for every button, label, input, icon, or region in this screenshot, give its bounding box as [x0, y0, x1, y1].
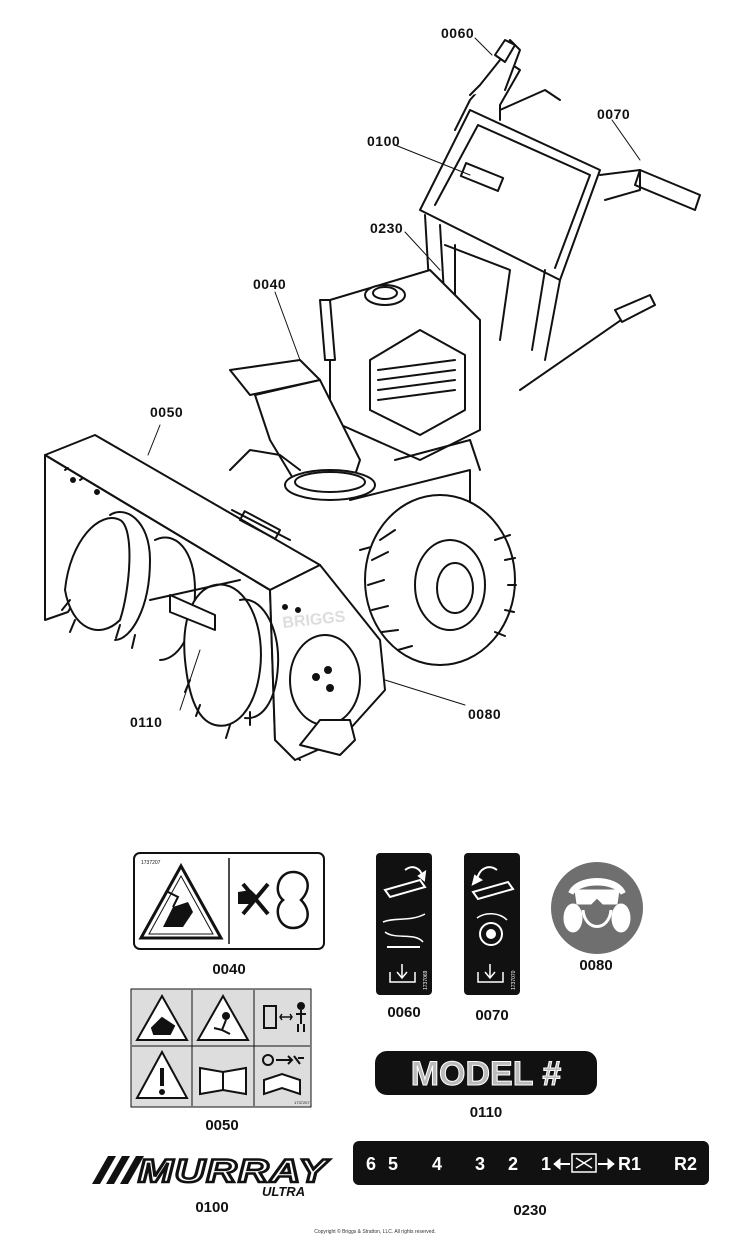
decal-0110-caption: 0110	[469, 1104, 503, 1121]
callout-0060: 0060	[441, 25, 475, 41]
decal-0060: 1737069	[376, 853, 432, 995]
decal-0060-caption: 0060	[387, 1004, 421, 1021]
decal-0100-caption: 0100	[195, 1199, 229, 1216]
decal-0040: 1737207	[133, 852, 325, 950]
copyright-notice: Copyright © Briggs & Stratton, LLC. All …	[314, 1229, 436, 1235]
decal-0080	[551, 862, 643, 954]
callout-0080: 0080	[468, 706, 502, 722]
neutral-arrows-icon	[553, 1153, 615, 1173]
decal-0080-caption: 0080	[579, 957, 613, 974]
decal-0040-caption: 0040	[212, 961, 246, 978]
gear-4: 4	[432, 1154, 442, 1174]
gear-6: 6	[366, 1154, 376, 1174]
murray-slash-icon	[92, 1156, 144, 1184]
brand-text: MURRAY	[138, 1153, 330, 1189]
gear-1: 1	[541, 1154, 551, 1174]
callout-0040: 0040	[253, 276, 287, 292]
gear-5: 5	[388, 1154, 398, 1174]
decal-0050-part-number: 1737207	[294, 1100, 310, 1105]
decal-0230: 6 5 4 3 2 1 R1 R2	[353, 1141, 709, 1185]
decal-0070-part-number: 1737070	[511, 970, 517, 990]
decal-0110: MODEL #	[375, 1051, 597, 1095]
callout-0100: 0100	[367, 133, 401, 149]
decal-0060-part-number: 1737069	[423, 970, 429, 990]
gear-r2: R2	[674, 1154, 697, 1174]
decal-0050: 1737207	[130, 988, 312, 1108]
snowblower-illustration: BRIGGS	[44, 37, 701, 761]
gear-3: 3	[475, 1154, 485, 1174]
callout-0050: 0050	[150, 404, 184, 420]
decal-0070-caption: 0070	[475, 1007, 509, 1024]
callout-0230: 0230	[370, 220, 404, 236]
decal-0230-caption: 0230	[513, 1202, 547, 1219]
gear-r1: R1	[618, 1154, 641, 1174]
decal-0040-part-number: 1737207	[141, 860, 161, 866]
watermark-text: BRIGGS	[282, 608, 347, 632]
brand-sub-text: ULTRA	[262, 1184, 305, 1198]
callout-0070: 0070	[597, 106, 631, 122]
gear-2: 2	[508, 1154, 518, 1174]
decal-0050-caption: 0050	[205, 1117, 239, 1134]
callout-0110: 0110	[130, 714, 163, 730]
model-number-text: MODEL #	[411, 1055, 562, 1093]
no-hands-icon	[238, 870, 309, 930]
ear-eye-protection-icon	[563, 878, 631, 933]
decal-0070: 1737070	[464, 853, 520, 995]
decal-0100: MURRAY ULTRA	[92, 1152, 330, 1198]
